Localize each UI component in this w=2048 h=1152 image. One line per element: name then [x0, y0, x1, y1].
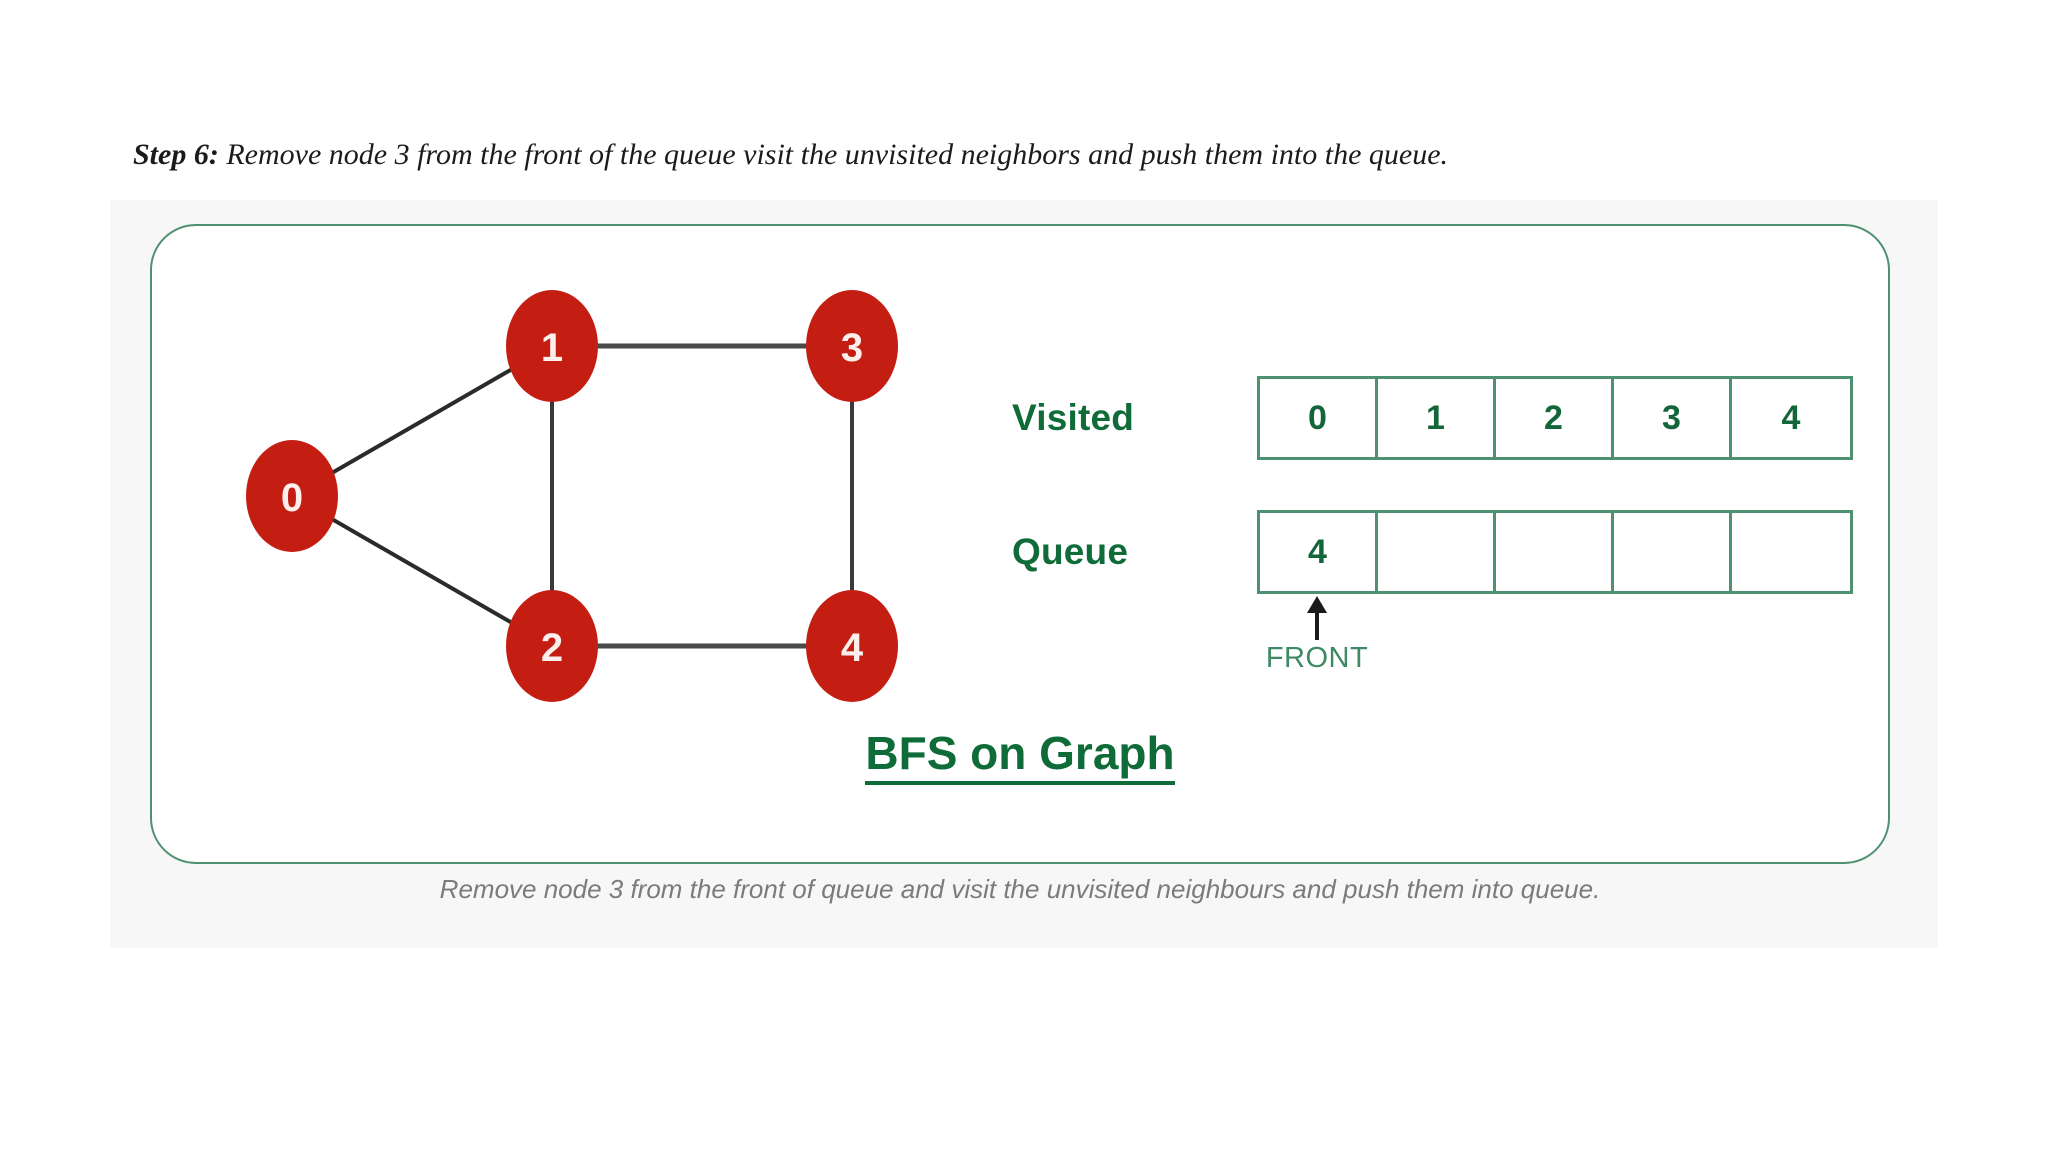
graph-node-4-label: 4 — [841, 626, 864, 670]
visited-array-cells: 0 1 2 3 4 — [1257, 376, 1853, 460]
graph-nodes: 0 1 2 3 4 — [246, 290, 898, 702]
step-heading: Step 6: Remove node 3 from the front of … — [133, 134, 1933, 176]
graph-node-1[interactable]: 1 — [506, 290, 598, 402]
bfs-graph-svg: 0 1 2 3 4 — [246, 290, 898, 702]
edge-0-1 — [291, 344, 553, 498]
edge-0-2 — [291, 494, 553, 648]
visited-cell-2[interactable]: 2 — [1496, 379, 1614, 457]
bfs-illustration-panel: 0 1 2 3 4 — [150, 224, 1890, 864]
queue-array-cells: 4 — [1257, 510, 1853, 594]
figure-caption: Remove node 3 from the front of queue an… — [439, 874, 1601, 904]
step-description: Remove node 3 from the front of the queu… — [218, 138, 1449, 171]
queue-cell-3[interactable] — [1614, 513, 1732, 591]
queue-front-label: FRONT — [1265, 642, 1369, 674]
figure-title: BFS on Graph — [152, 726, 1888, 785]
visited-array-row: Visited 0 1 2 3 4 — [1012, 376, 1853, 460]
arrays-block: Visited 0 1 2 3 4 Queue 4 — [1012, 376, 1853, 696]
queue-array-row: Queue 4 — [1012, 510, 1853, 594]
visited-cell-1[interactable]: 1 — [1378, 379, 1496, 457]
step-label: Step 6: — [133, 138, 219, 171]
queue-array-label: Queue — [1012, 531, 1129, 572]
queue-cell-2[interactable] — [1496, 513, 1614, 591]
graph-node-2-label: 2 — [541, 626, 563, 670]
arrow-up-icon — [1307, 596, 1327, 640]
visited-cell-0[interactable]: 0 — [1260, 379, 1378, 457]
queue-front-pointer: FRONT — [1257, 596, 1377, 675]
figure-card: 0 1 2 3 4 — [110, 200, 1938, 948]
graph-node-3-label: 3 — [841, 326, 863, 370]
visited-cell-3[interactable]: 3 — [1614, 379, 1732, 457]
graph-node-3[interactable]: 3 — [806, 290, 898, 402]
queue-cell-1[interactable] — [1378, 513, 1496, 591]
queue-cell-4[interactable] — [1732, 513, 1850, 591]
graph-node-1-label: 1 — [541, 326, 563, 370]
visited-array-label: Visited — [1012, 397, 1135, 438]
graph-node-4[interactable]: 4 — [806, 590, 898, 702]
graph-area: 0 1 2 3 4 — [172, 226, 992, 786]
visited-cell-4[interactable]: 4 — [1732, 379, 1850, 457]
graph-node-0[interactable]: 0 — [246, 440, 338, 552]
graph-node-0-label: 0 — [281, 476, 303, 520]
graph-node-2[interactable]: 2 — [506, 590, 598, 702]
queue-cell-0[interactable]: 4 — [1260, 513, 1378, 591]
figure-title-text: BFS on Graph — [865, 727, 1175, 785]
